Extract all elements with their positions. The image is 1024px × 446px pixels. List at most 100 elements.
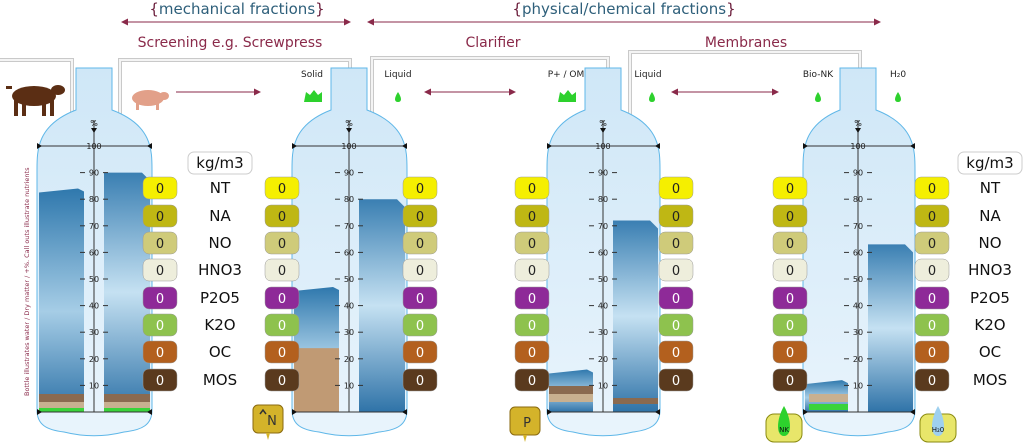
svg-text:0: 0 bbox=[156, 292, 164, 307]
scale-tick: 90 bbox=[89, 169, 99, 178]
nutrient-label-left: NA bbox=[209, 207, 231, 225]
nutrient-badge: 0 bbox=[264, 258, 300, 282]
nutrient-badge: 0 bbox=[658, 176, 694, 200]
svg-text:0: 0 bbox=[416, 264, 424, 279]
svg-text:H₂0: H₂0 bbox=[932, 426, 945, 434]
nutrient-label-right: HNO3 bbox=[968, 261, 1012, 279]
unit-label-left: kg/m3 bbox=[196, 154, 243, 172]
nutrient-label-right: NO bbox=[978, 234, 1001, 252]
pipes bbox=[0, 50, 862, 118]
phosphorus-callout: P bbox=[509, 406, 541, 442]
svg-text:0: 0 bbox=[528, 374, 536, 389]
nutrient-badge: 0 bbox=[402, 204, 438, 228]
clarifier-label: Clarifier bbox=[465, 35, 520, 51]
nutrient-badge: 0 bbox=[402, 340, 438, 364]
nutrient-badge: 0 bbox=[402, 368, 438, 392]
scale-tick: 100 bbox=[595, 142, 610, 151]
scale-tick: 20 bbox=[853, 355, 863, 364]
p-om-label: P+ / OM bbox=[548, 70, 585, 80]
nutrient-badge: 0 bbox=[658, 258, 694, 282]
scale-tick: 100 bbox=[86, 142, 101, 151]
svg-text:0: 0 bbox=[528, 210, 536, 225]
liquid-drop-icon bbox=[395, 92, 401, 102]
scale-tick: 20 bbox=[89, 355, 99, 364]
svg-text:0: 0 bbox=[416, 374, 424, 389]
nutrient-badge: 0 bbox=[514, 176, 550, 200]
nutrient-badge: 0 bbox=[264, 368, 300, 392]
nutrient-label-left: OC bbox=[209, 343, 231, 361]
nitrogen-callout: N bbox=[252, 404, 284, 440]
svg-text:0: 0 bbox=[416, 292, 424, 307]
vertical-note: Bottle illustrates water / Dry matter / … bbox=[23, 167, 31, 396]
nutrient-badge: 0 bbox=[658, 204, 694, 228]
scale-tick: 10 bbox=[344, 381, 354, 390]
svg-text:0: 0 bbox=[156, 237, 164, 252]
nutrient-label-left: NT bbox=[210, 179, 231, 197]
right-fill bbox=[613, 220, 658, 412]
svg-text:0: 0 bbox=[156, 210, 164, 225]
svg-text:0: 0 bbox=[156, 264, 164, 279]
right-fill bbox=[868, 244, 913, 412]
scale-tick: 10 bbox=[598, 381, 608, 390]
mechanical-header: {mechanical fractions} bbox=[149, 0, 324, 18]
nutrient-badge: 0 bbox=[914, 176, 950, 200]
nutrient-badge: 0 bbox=[264, 286, 300, 310]
svg-text:0: 0 bbox=[786, 319, 794, 334]
scale-tick: 60 bbox=[344, 248, 354, 257]
scale-tick: 10 bbox=[853, 381, 863, 390]
nutrient-badge: 0 bbox=[658, 313, 694, 337]
scale-tick: 60 bbox=[853, 248, 863, 257]
nutrient-badge: 0 bbox=[772, 176, 808, 200]
svg-text:0: 0 bbox=[416, 210, 424, 225]
nutrient-badge: 0 bbox=[772, 258, 808, 282]
h2o-label: H₂0 bbox=[890, 70, 906, 80]
nutrient-badge: 0 bbox=[142, 340, 178, 364]
nk-callout: NK bbox=[765, 406, 803, 443]
membranes-label: Membranes bbox=[705, 35, 787, 51]
scale-tick: 80 bbox=[598, 195, 608, 204]
nutrient-badge: 0 bbox=[142, 231, 178, 255]
svg-text:0: 0 bbox=[786, 346, 794, 361]
nutrient-badge: 0 bbox=[264, 176, 300, 200]
nutrient-label-right: NA bbox=[979, 207, 1001, 225]
bio-nk-drop-icon bbox=[815, 92, 821, 102]
svg-text:N: N bbox=[267, 414, 277, 429]
left-fill bbox=[39, 188, 84, 412]
svg-text:0: 0 bbox=[156, 182, 164, 197]
solid-pile-icon bbox=[304, 90, 322, 102]
scale-tick: 70 bbox=[89, 222, 99, 231]
nutrient-label-left: K2O bbox=[204, 316, 235, 334]
scale-tick: 60 bbox=[89, 248, 99, 257]
percent-label: % bbox=[345, 119, 353, 128]
svg-text:0: 0 bbox=[278, 210, 286, 225]
physical-header: {physical/chemical fractions} bbox=[512, 0, 735, 18]
svg-text:0: 0 bbox=[672, 210, 680, 225]
svg-text:0: 0 bbox=[672, 292, 680, 307]
nutrient-badge: 0 bbox=[772, 368, 808, 392]
svg-text:0: 0 bbox=[278, 374, 286, 389]
svg-text:0: 0 bbox=[786, 210, 794, 225]
nutrient-label-left: MOS bbox=[203, 371, 237, 389]
svg-text:0: 0 bbox=[928, 182, 936, 197]
water-callout: H₂0 bbox=[919, 406, 957, 443]
svg-text:0: 0 bbox=[416, 182, 424, 197]
scale-tick: 40 bbox=[598, 302, 608, 311]
nutrient-badge: 0 bbox=[772, 204, 808, 228]
nutrient-badge: 0 bbox=[402, 313, 438, 337]
cow-icon bbox=[6, 85, 65, 116]
scale-tick: 50 bbox=[598, 275, 608, 284]
liquid-drop-icon-2 bbox=[649, 92, 655, 102]
svg-text:0: 0 bbox=[672, 346, 680, 361]
scale-tick: 90 bbox=[344, 169, 354, 178]
percent-label: % bbox=[599, 119, 607, 128]
nutrient-label-right: P2O5 bbox=[970, 289, 1010, 307]
nutrient-badge: 0 bbox=[402, 231, 438, 255]
scale-tick: 30 bbox=[89, 328, 99, 337]
scale-tick: 90 bbox=[853, 169, 863, 178]
svg-text:0: 0 bbox=[416, 346, 424, 361]
svg-text:0: 0 bbox=[528, 264, 536, 279]
svg-text:P: P bbox=[523, 416, 531, 431]
